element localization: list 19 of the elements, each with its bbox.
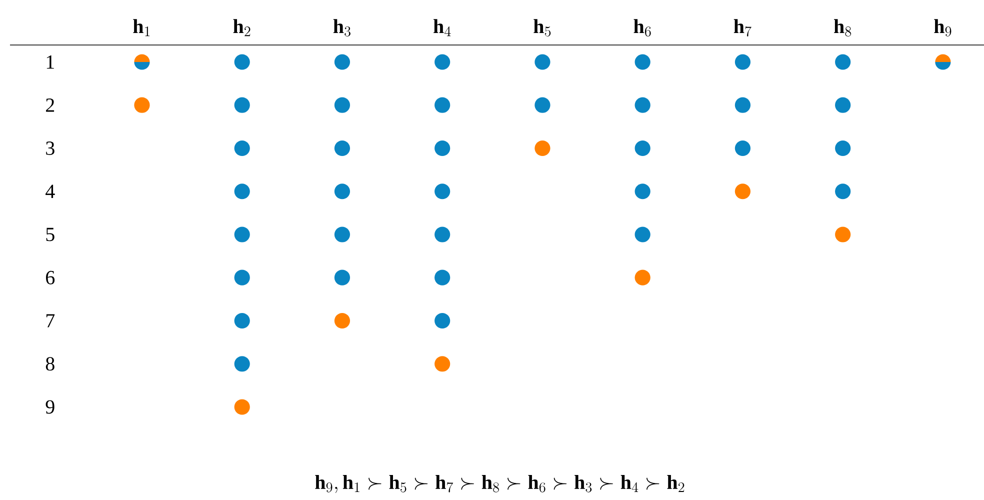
x-tick-label: $\mathbf{h}_6$ [634, 19, 651, 36]
x-tick-label: $\mathbf{h}_1$ [133, 19, 150, 36]
y-tick-label: 5 [46, 228, 54, 242]
caption: $\mathbf{h}_9, \mathbf{h}_1 \succ \mathbf{h}_5 \succ \mathbf{h}_7 \succ \mathbf{h}_8 \succ \mathbf{h}_6 \succ \mathbf{h}_3 \succ \mathbf{h}_4 \succ \mathbf{h}_2$ [315, 475, 684, 493]
y-tick-label: 4 [46, 184, 55, 198]
x-tick-label: $\mathbf{h}_3$ [333, 19, 350, 36]
y-tick-label: 8 [46, 357, 54, 371]
y-tick-label: 7 [46, 314, 55, 328]
x-tick-label: $\mathbf{h}_9$ [934, 19, 952, 36]
x-tick-label: $\mathbf{h}_2$ [233, 19, 250, 36]
y-tick-label: 3 [46, 142, 54, 155]
x-tick-label: $\mathbf{h}_7$ [734, 19, 752, 36]
x-tick-label: $\mathbf{h}_4$ [434, 19, 451, 36]
x-tick-label: $\mathbf{h}_8$ [834, 19, 852, 36]
y-tick-label: 9 [46, 400, 54, 414]
y-tick-label: 6 [46, 270, 55, 284]
y-tick-label: 2 [46, 98, 54, 112]
x-tick-label: $\mathbf{h}_5$ [534, 19, 551, 36]
y-tick-label: 1 [46, 55, 54, 69]
